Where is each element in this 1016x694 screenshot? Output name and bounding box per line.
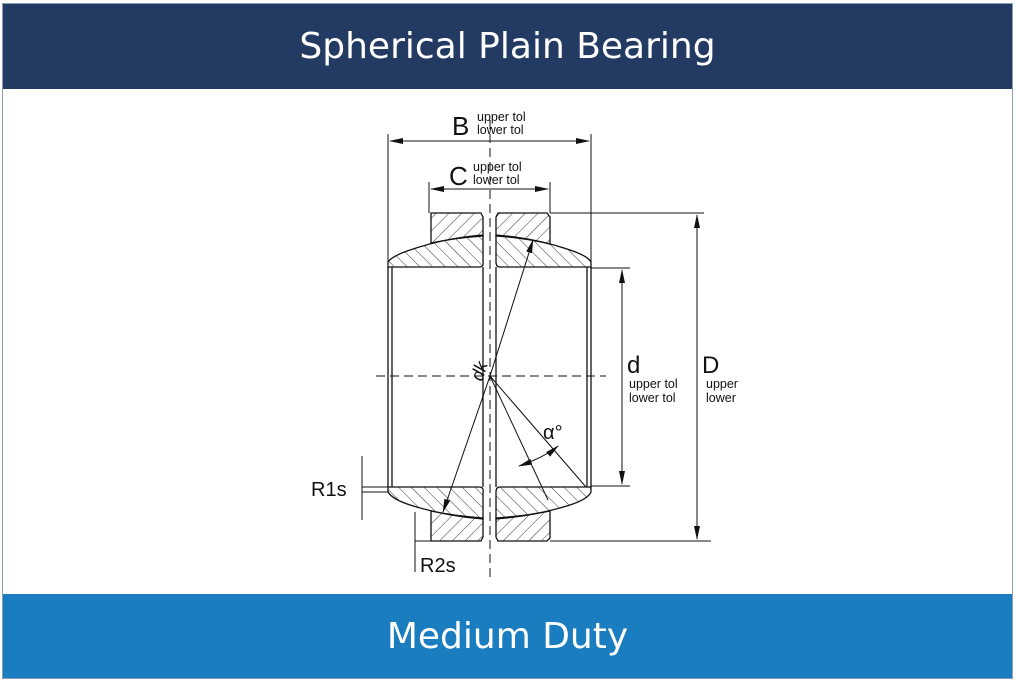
page-title: Spherical Plain Bearing	[299, 26, 716, 67]
D-upper-tol: upper tol	[706, 377, 755, 391]
B-symbol: B	[452, 111, 469, 141]
inner-ring-top-right	[495, 234, 592, 268]
C-lower-tol: lower tol	[473, 173, 520, 187]
D-label-clip: D upper tol lower tol	[702, 352, 755, 405]
R2s-label: R2s	[420, 555, 456, 577]
R1s-label: R1s	[311, 479, 347, 501]
duty-banner: Medium Duty	[3, 594, 1012, 678]
duty-label: Medium Duty	[386, 615, 629, 657]
card-frame: Spherical Plain Bearing Medium Duty	[2, 3, 1013, 679]
D-lower-tol: lower tol	[706, 391, 753, 405]
inner-ring-top-left	[387, 234, 484, 268]
d-upper-tol: upper tol	[629, 377, 678, 391]
C-symbol: C	[449, 161, 468, 191]
alpha-label: α°	[543, 422, 563, 444]
dk-label: dk	[467, 358, 492, 383]
B-upper-tol: upper tol	[477, 110, 526, 124]
D-symbol: D	[702, 352, 719, 379]
d-symbol: d	[627, 352, 640, 379]
title-banner: Spherical Plain Bearing	[3, 4, 1012, 89]
outer-ring-bottom-right	[495, 510, 551, 542]
outer-ring-bottom-left	[430, 510, 484, 542]
d-lower-tol: lower tol	[629, 391, 676, 405]
C-upper-tol: upper tol	[473, 160, 522, 174]
B-lower-tol: lower tol	[477, 123, 524, 137]
